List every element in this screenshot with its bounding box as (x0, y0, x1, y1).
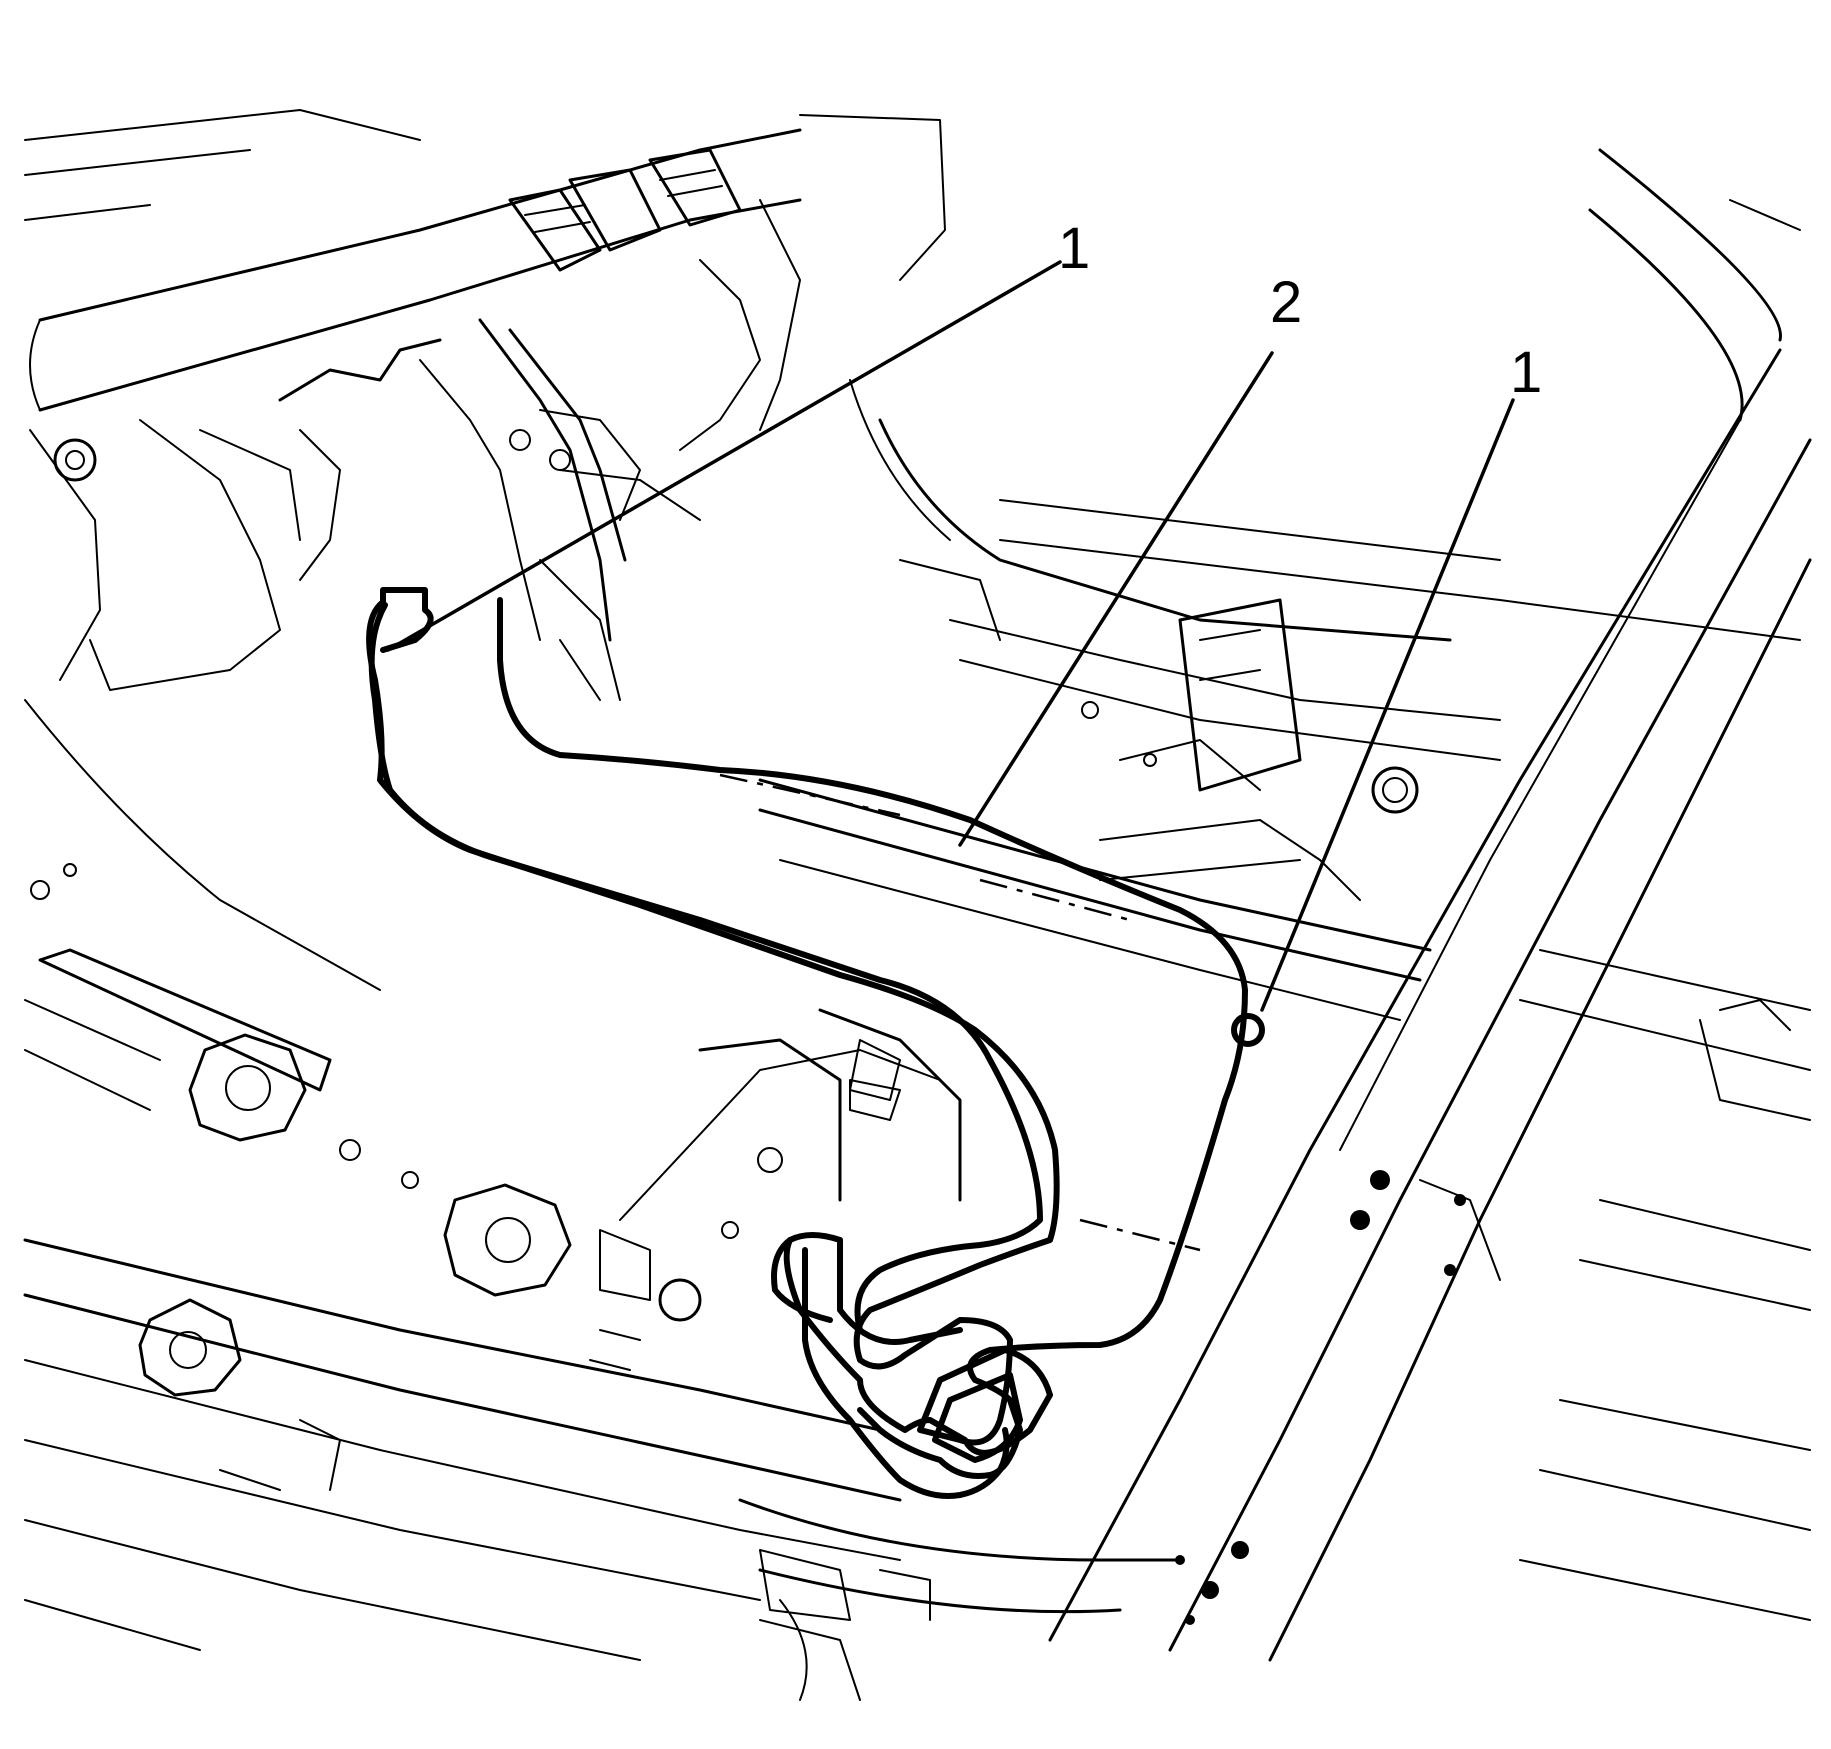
panel-hidden-lines (719, 773, 1201, 1252)
callout-leaders (386, 260, 1515, 1012)
highlighted-floor-panel (366, 587, 1265, 1499)
body-structure-lines (23, 109, 1812, 1701)
callout-2-label: 2 (1270, 270, 1302, 335)
callout-1-right-label: 1 (1510, 340, 1542, 405)
leader-line-1-right (1260, 398, 1515, 1012)
leader-line-2 (958, 351, 1274, 847)
callout-1-left-label: 1 (1058, 216, 1090, 281)
leader-line-1-left (386, 260, 1062, 652)
